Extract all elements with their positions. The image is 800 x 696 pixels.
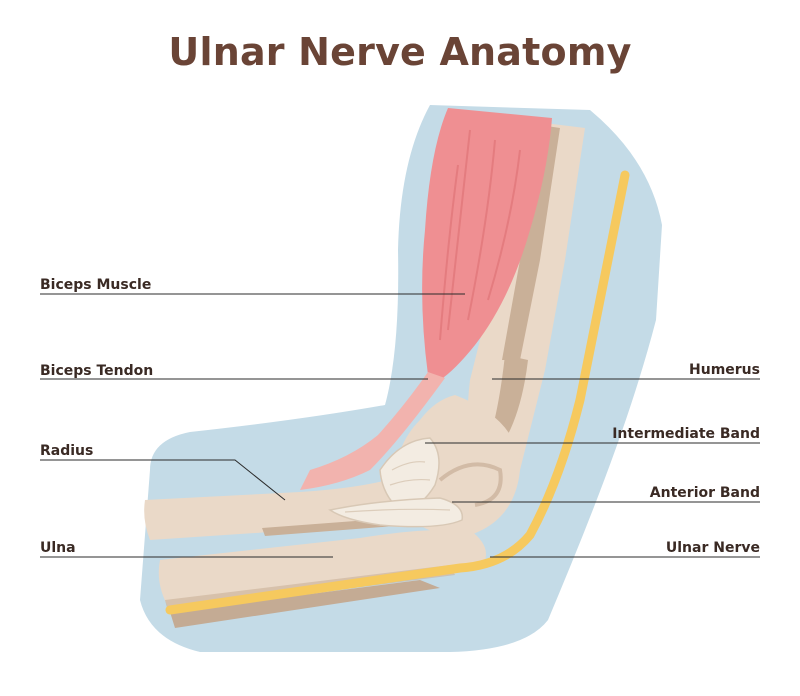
leader-radius — [40, 459, 286, 501]
humerus-shadow — [502, 125, 560, 360]
label-ulna: Ulna — [40, 540, 76, 556]
ulnar-nerve — [165, 170, 630, 615]
leader-lines — [40, 293, 760, 558]
biceps-tendon — [300, 372, 445, 490]
label-intermediate-band: Intermediate Band — [612, 426, 760, 442]
label-anterior-band: Anterior Band — [650, 485, 760, 501]
humerus-ridge — [492, 355, 528, 440]
condyle-detail — [438, 462, 503, 507]
ulna-bone — [158, 529, 486, 610]
biceps-muscle — [422, 108, 552, 380]
page-title: Ulnar Nerve Anatomy — [168, 30, 632, 74]
muscle-striations — [439, 129, 521, 341]
label-humerus: Humerus — [689, 362, 760, 378]
label-radius: Radius — [40, 443, 93, 459]
label-ulnar-nerve: Ulnar Nerve — [666, 540, 760, 556]
ligament-fibers — [344, 461, 451, 513]
label-biceps-tendon: Biceps Tendon — [40, 363, 153, 379]
label-biceps-muscle: Biceps Muscle — [40, 277, 151, 293]
intermediate-band-ligament — [379, 437, 440, 511]
ulna-shadow — [170, 580, 440, 628]
anterior-band-ligament — [328, 497, 464, 528]
